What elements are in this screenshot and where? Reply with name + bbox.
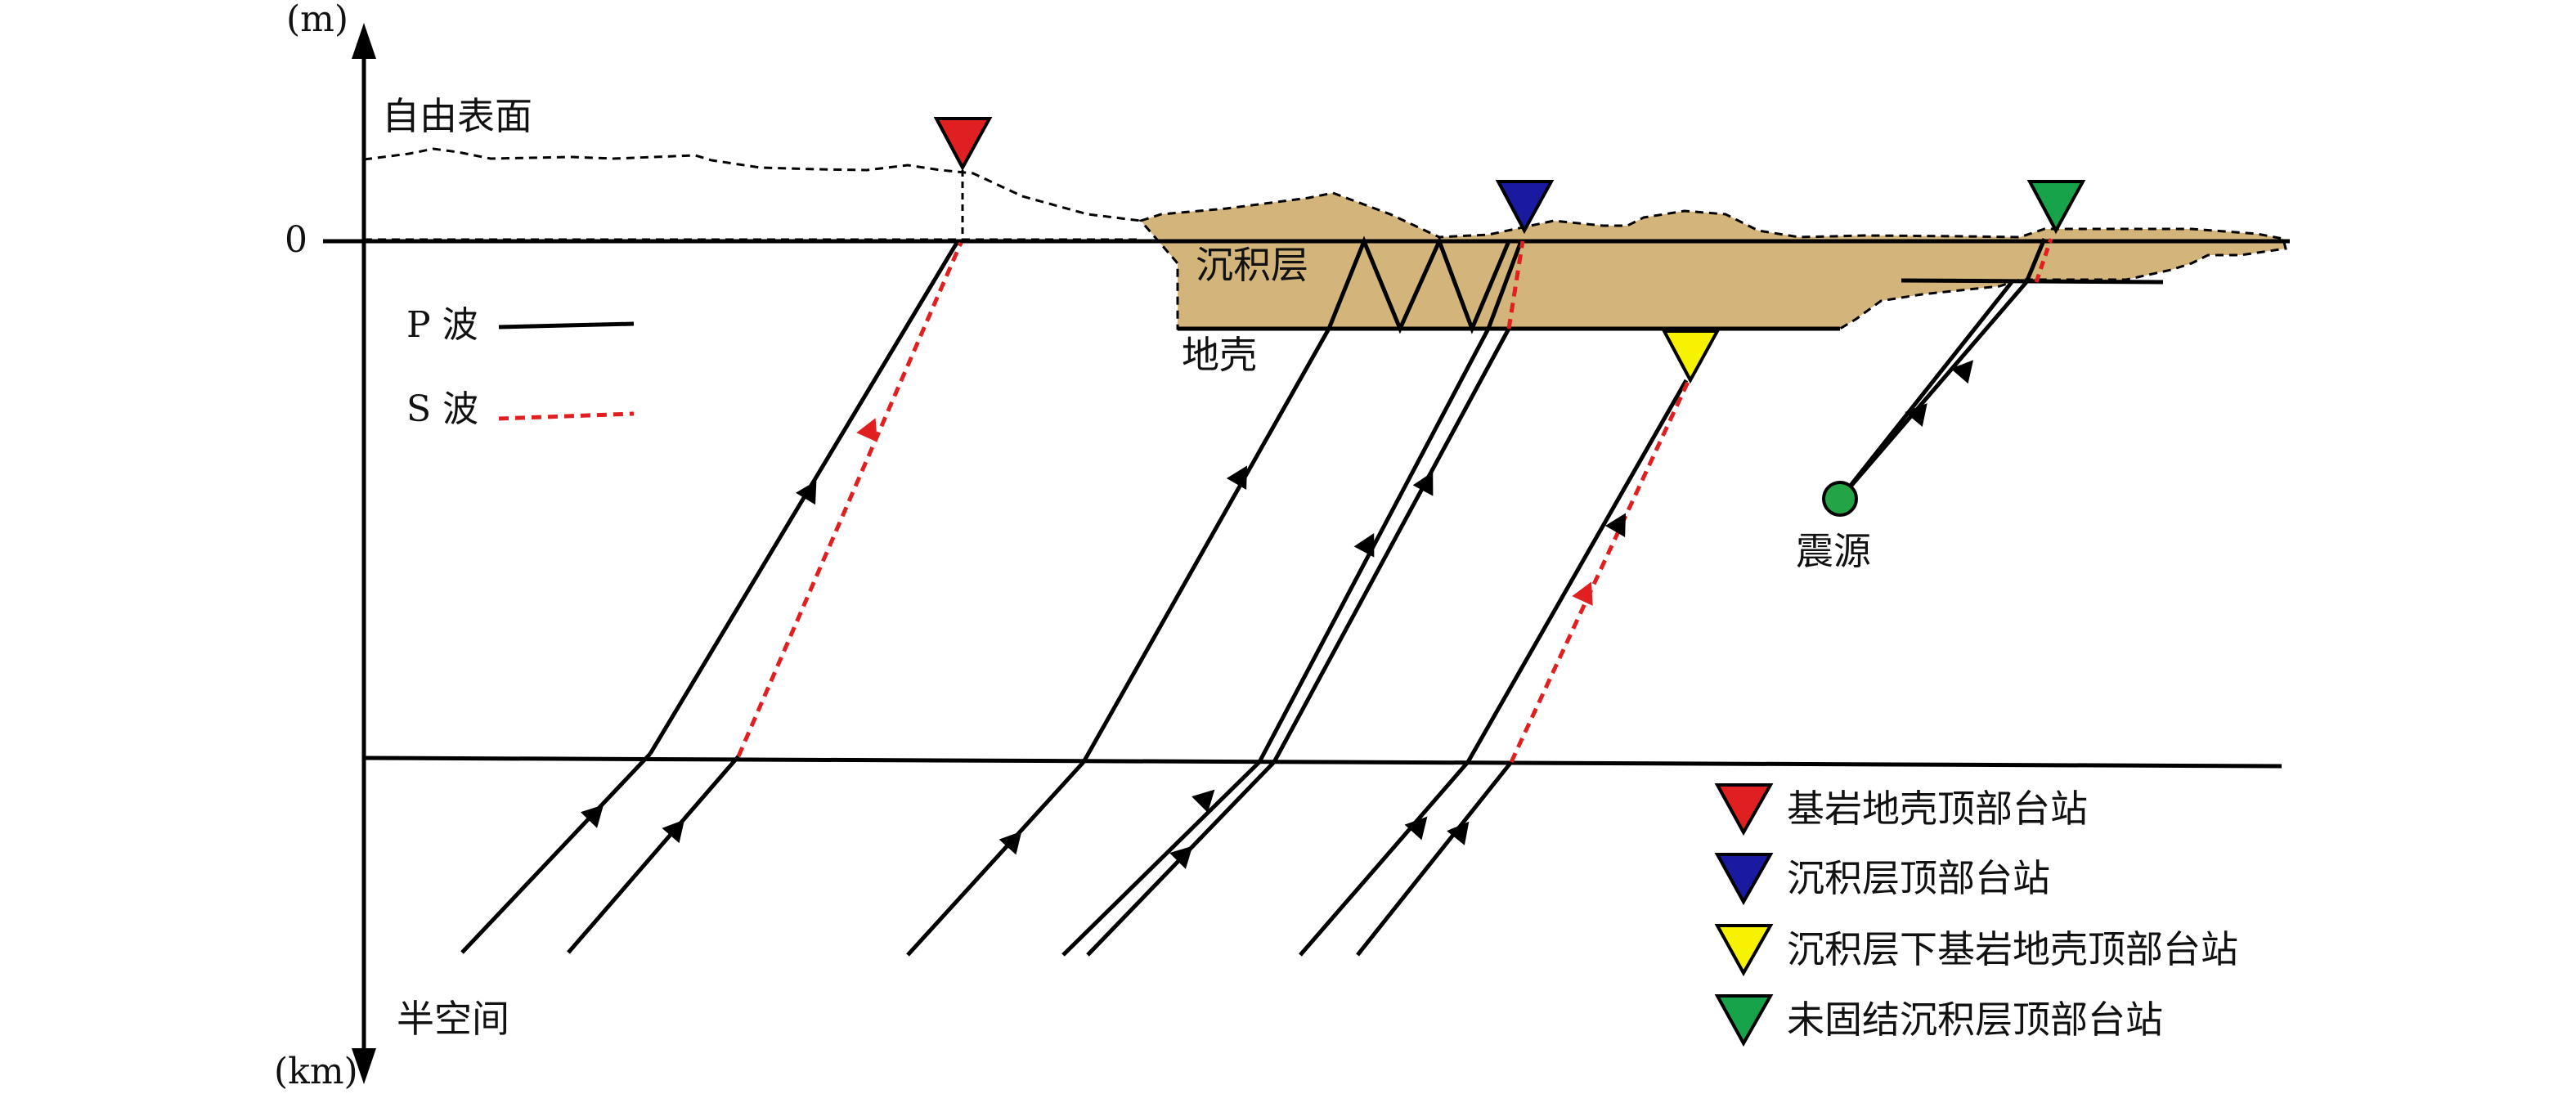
station-red-icon [933,117,993,172]
arrow-marker [1604,513,1626,537]
half-space-boundary [363,756,2282,769]
s-ray-blue [1506,240,1525,330]
s-arrow-marker [1572,581,1593,606]
legend-yellow-icon [1714,924,1774,977]
legend-yellow-label: 沉积层下基岩地壳顶部台站 [1787,927,2238,971]
sediment-label: 沉积层 [1196,243,1308,287]
axis-unit-top: (m) [286,0,348,40]
axis-arrow-top [352,23,376,59]
arrow-marker [1192,789,1215,813]
legend-blue-icon [1714,853,1774,906]
p-ray-red-lower [460,752,652,954]
s-ray-green [2034,238,2053,283]
p-ray-yellow-b-lower [1356,760,1513,957]
sediment-layer [1138,191,2287,330]
arrow-marker [662,819,685,844]
p-ray-red-upper [648,241,959,756]
arrow-marker [1226,465,1247,490]
arrow-marker [1905,403,1928,427]
arrow-marker [580,805,604,828]
s-wave-legend-label: S 波 [406,388,478,430]
p-ray-blue-a-upper [1081,327,1331,764]
legend-green-label: 未固结沉积层顶部台站 [1787,998,2163,1042]
arrow-marker [795,480,817,505]
s-wave-arrows [856,418,1593,606]
station-legend: 基岩地壳顶部台站 沉积层顶部台站 沉积层下基岩地壳顶部台站 未固结沉积层顶部台站 [1714,783,2238,1047]
arrow-marker [1950,360,1974,384]
p-ray-blue-b-lower [1061,760,1261,957]
s-ray-yellow [1509,379,1691,764]
p-ray-blue-a-lower [906,760,1085,957]
unconsolidated-base-line [1901,278,2164,285]
axis-zero-label: 0 [285,219,307,261]
p-ray-yellow-a-lower [1299,760,1470,957]
half-space-label: 半空间 [397,997,509,1041]
arrow-marker [1169,845,1193,869]
s-ray-red [736,242,963,757]
crust-label: 地壳 [1182,333,1257,377]
p-ray-yellow-a-upper [1465,379,1689,764]
arrow-marker [1447,821,1470,845]
free-surface-label: 自由表面 [382,94,532,138]
station-green-icon [2026,180,2086,235]
free-surface-line [363,147,1142,222]
arrow-marker [1412,472,1434,496]
arrow-marker [999,831,1022,855]
source-label: 震源 [1796,529,1871,573]
ray-direction-arrows [580,360,1974,869]
p-ray-reverberation [1326,235,1511,334]
p-wave-legend-label: P 波 [406,304,478,346]
p-ray-red-lower-2 [567,755,740,954]
axis-arrow-bottom [352,1048,376,1084]
legend-red-label: 基岩地壳顶部台站 [1787,787,2088,831]
p-ray-blue-final [1486,240,1524,330]
station-yellow-icon [1661,330,1721,384]
p-wave-legend-line [498,321,635,330]
p-ray-blue-c-upper [1272,327,1511,764]
arrow-marker [1404,816,1428,841]
station-blue-icon [1495,180,1555,235]
p-ray-green-top [2024,238,2047,283]
s-arrow-marker [856,418,877,442]
legend-red-icon [1714,783,1774,836]
p-ray-green-b [1838,280,2028,500]
legend-green-icon [1714,994,1774,1047]
s-wave-legend-line [498,411,635,421]
seismic-source-icon [1822,481,1858,517]
arrow-marker [1353,533,1375,558]
legend-blue-label: 沉积层顶部台站 [1787,856,2050,900]
axis-unit-bottom: (km) [274,1051,358,1092]
